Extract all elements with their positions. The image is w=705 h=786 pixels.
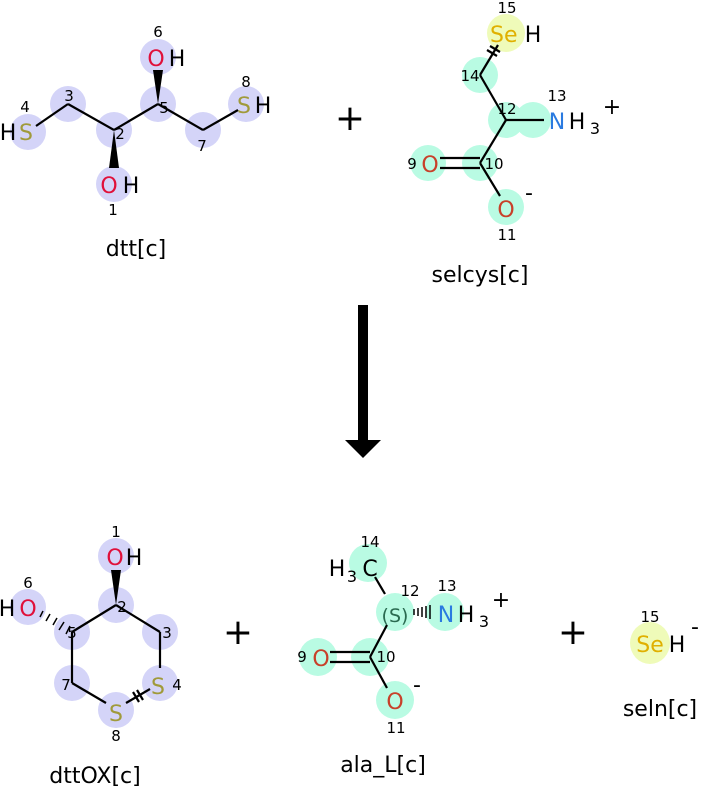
wedge-bond — [109, 130, 119, 168]
molecule-name: dtt[c] — [106, 237, 166, 262]
atom-number: 6 — [23, 574, 33, 592]
atom-charge: - — [413, 673, 421, 698]
atom-label: S — [19, 121, 33, 146]
atom-number: 5 — [67, 624, 77, 642]
atom-label: O — [312, 647, 329, 672]
atom-label: H — [0, 121, 16, 146]
atom-label: Se — [636, 633, 664, 658]
atom-label: H — [255, 94, 272, 119]
atom-charge: + — [492, 588, 510, 613]
atom-number: 14 — [360, 533, 379, 551]
molecule-name: selcys[c] — [432, 263, 529, 288]
molecule-ala-L: H 3 C (S) 12 N H 3 + O O - 9 10 11 13 14… — [297, 533, 510, 778]
molecule-name: seln[c] — [623, 697, 697, 722]
atom-subscript: 3 — [590, 119, 600, 138]
atom-number: 5 — [159, 99, 169, 117]
molecule-dttOX: O H H O S S 1 2 3 4 5 6 7 8 dttOX[c] — [0, 523, 182, 786]
atom-number: 8 — [111, 727, 121, 745]
atom-label: O — [497, 198, 514, 223]
atom-number: 15 — [640, 608, 659, 626]
atom-label: H — [329, 557, 346, 582]
atom-label: Se — [490, 23, 518, 48]
atom-label: H — [0, 597, 15, 622]
atom-label: O — [19, 597, 36, 622]
wedge-bond — [153, 70, 163, 104]
atom-label: O — [100, 174, 117, 199]
atom-number: 7 — [197, 137, 207, 155]
atom-label: S — [151, 675, 165, 700]
hash-bond — [39, 610, 71, 635]
atom-label: H — [669, 633, 686, 658]
atom-number: 3 — [162, 624, 172, 642]
atom-number: 10 — [376, 648, 395, 666]
atom-charge: + — [603, 95, 621, 120]
atom-label: C — [362, 557, 377, 582]
molecule-dtt: H S O H O H S H 1 2 3 4 5 6 7 8 dtt[c] — [0, 23, 271, 262]
atom-label: N — [438, 603, 454, 628]
atom-number: 13 — [547, 87, 566, 105]
atom-number: 3 — [64, 87, 74, 105]
plus-sign: + — [558, 612, 588, 653]
atom-number: 9 — [297, 648, 307, 666]
atom-label: H — [569, 110, 586, 135]
plus-sign: + — [223, 612, 253, 653]
atom-number: 4 — [20, 98, 30, 116]
atom-label: O — [147, 47, 164, 72]
reaction-arrow — [345, 305, 381, 458]
atom-charge: - — [525, 181, 533, 206]
atom-subscript: 3 — [479, 612, 489, 631]
atom-number: 12 — [400, 582, 419, 600]
molecule-name: dttOX[c] — [49, 764, 140, 786]
atom-subscript: 3 — [347, 567, 357, 586]
atom-label: H — [525, 23, 542, 48]
atom-label: H — [169, 47, 186, 72]
atom-number: 14 — [460, 67, 479, 85]
atom-label: O — [386, 690, 403, 715]
atom-number: 11 — [386, 719, 405, 737]
atom-label: N — [549, 110, 565, 135]
atom-number: 6 — [153, 23, 163, 41]
atom-number: 13 — [437, 577, 456, 595]
atom-label: H — [123, 174, 140, 199]
atom-label: H — [458, 603, 475, 628]
atom-number: 12 — [497, 100, 516, 118]
atom-number: 9 — [407, 155, 417, 173]
atom-number: 8 — [241, 73, 251, 91]
atom-label: H — [126, 546, 143, 571]
atom-number: 11 — [497, 226, 516, 244]
atom-number: 1 — [111, 523, 121, 541]
atom-number: 15 — [497, 0, 516, 17]
atom-label: O — [421, 153, 438, 178]
molecule-selcys: Se H N H 3 + O O - 9 10 11 12 13 14 15 s… — [407, 0, 621, 288]
atom-number: 7 — [61, 676, 71, 694]
molecule-seln: Se H - 15 seln[c] — [623, 608, 699, 722]
hash-bond — [413, 605, 431, 619]
atom-label: S — [237, 94, 251, 119]
stereo-label: (S) — [382, 605, 409, 627]
plus-sign: + — [335, 98, 365, 139]
atom-label: O — [106, 546, 123, 571]
atom-number: 2 — [115, 125, 125, 143]
bonds — [35, 70, 239, 168]
atom-charge: - — [691, 615, 699, 640]
atom-number: 2 — [117, 598, 127, 616]
molecule-name: ala_L[c] — [340, 753, 426, 778]
atom-number: 4 — [172, 676, 182, 694]
atom-number: 1 — [108, 201, 118, 219]
atom-label: S — [109, 702, 123, 727]
atom-number: 10 — [484, 155, 503, 173]
